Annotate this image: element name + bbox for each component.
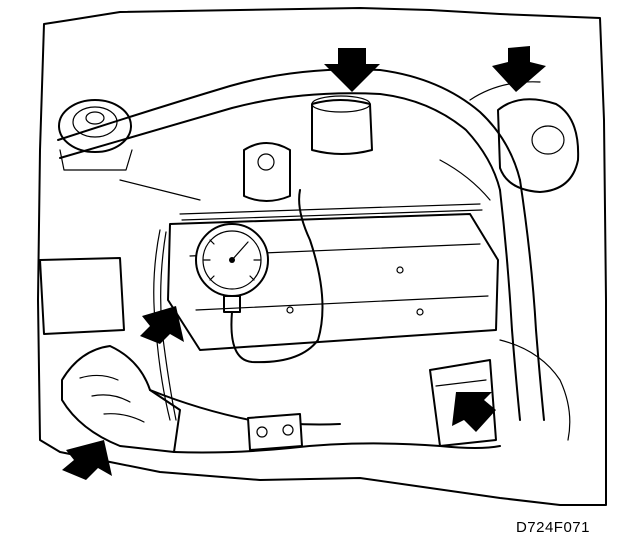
callout-arrow-top-center — [324, 48, 380, 92]
right-reservoir — [469, 81, 580, 193]
gauge-hose — [230, 189, 324, 364]
right-hose — [499, 189, 521, 421]
callout-arrow-bottom-right — [452, 392, 496, 432]
lower-bracket — [247, 413, 303, 451]
callout-arrow-bottom-left — [62, 440, 112, 480]
callout-arrow-left-middle — [140, 306, 184, 344]
callout-arrow-top-right — [492, 46, 546, 92]
air-intake-duct — [61, 345, 181, 453]
pressure-gauge — [195, 223, 269, 313]
left-fluid-box — [39, 257, 125, 335]
figure-code: D724F071 — [515, 519, 590, 536]
left-strut-tower — [58, 99, 133, 171]
throttle-body — [311, 95, 373, 155]
engine-bay-outline — [37, 7, 607, 506]
distributor-cap — [243, 142, 291, 202]
